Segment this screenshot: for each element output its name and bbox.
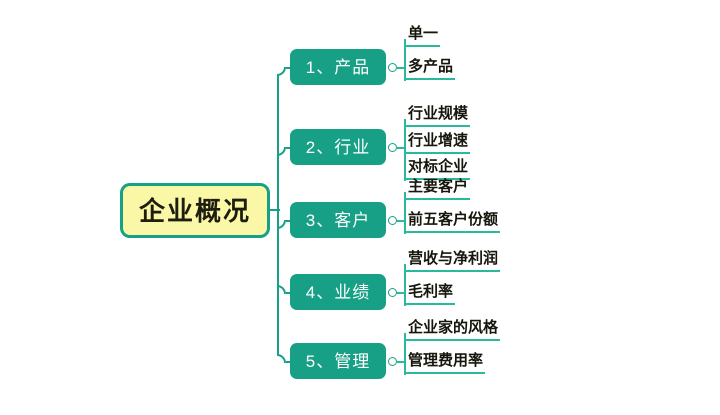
- branch-arm-5: [286, 361, 292, 363]
- root-node[interactable]: 企业概况: [120, 183, 270, 238]
- leaf-stub-3: [397, 220, 406, 222]
- leaf-node[interactable]: 管理费用率: [404, 351, 486, 374]
- leaf-spine-4: [404, 264, 406, 306]
- branch-elbow-1: [277, 67, 286, 76]
- leaf-stub-5: [397, 361, 406, 363]
- branch-5-toggle-icon[interactable]: [388, 357, 397, 366]
- branch-node-5-label: 5、管理: [305, 351, 371, 371]
- branch-node-4-label: 4、业绩: [305, 282, 371, 302]
- leaf-spine-1: [404, 39, 406, 81]
- leaf-stub-1: [397, 67, 406, 69]
- branch-elbow-2: [277, 147, 286, 156]
- leaf-node[interactable]: 对标企业: [404, 157, 471, 180]
- branch-node-5[interactable]: 5、管理: [290, 343, 386, 379]
- leaf-node[interactable]: 主要客户: [404, 177, 471, 200]
- branch-4-toggle-icon[interactable]: [388, 288, 397, 297]
- branch-node-2-label: 2、行业: [305, 137, 371, 157]
- leaf-node[interactable]: 前五客户份额: [404, 210, 501, 233]
- root-node-label: 企业概况: [138, 195, 251, 226]
- branch-1-toggle-icon[interactable]: [388, 63, 397, 72]
- branch-arm-3: [286, 220, 292, 222]
- branch-node-1-label: 1、产品: [305, 57, 371, 77]
- leaf-node[interactable]: 多产品: [404, 57, 456, 80]
- branch-2-toggle-icon[interactable]: [388, 143, 397, 152]
- leaf-node[interactable]: 营收与净利润: [404, 249, 501, 272]
- branch-node-1[interactable]: 1、产品: [290, 49, 386, 85]
- leaf-spine-3: [404, 192, 406, 234]
- branch-elbow-3: [277, 220, 286, 229]
- branch-elbow-5: [277, 354, 286, 363]
- leaf-node[interactable]: 企业家的风格: [404, 318, 501, 341]
- branch-elbow-4: [277, 285, 286, 294]
- leaf-stub-4: [397, 292, 406, 294]
- leaf-node[interactable]: 行业增速: [404, 131, 471, 154]
- branch-node-3-label: 3、客户: [305, 210, 371, 230]
- branch-arm-4: [286, 292, 292, 294]
- branch-node-2[interactable]: 2、行业: [290, 129, 386, 165]
- branch-node-4[interactable]: 4、业绩: [290, 274, 386, 310]
- branch-3-toggle-icon[interactable]: [388, 216, 397, 225]
- leaf-stub-2: [397, 147, 406, 149]
- branch-arm-1: [286, 67, 292, 69]
- root-stem-connector: [270, 209, 280, 211]
- root-spine-connector: [277, 76, 279, 354]
- leaf-node[interactable]: 行业规模: [404, 104, 471, 127]
- branch-node-3[interactable]: 3、客户: [290, 202, 386, 238]
- leaf-node[interactable]: 毛利率: [404, 282, 456, 305]
- branch-arm-2: [286, 147, 292, 149]
- leaf-spine-5: [404, 333, 406, 375]
- leaf-node[interactable]: 单一: [404, 24, 441, 47]
- leaf-spine-2: [404, 119, 406, 181]
